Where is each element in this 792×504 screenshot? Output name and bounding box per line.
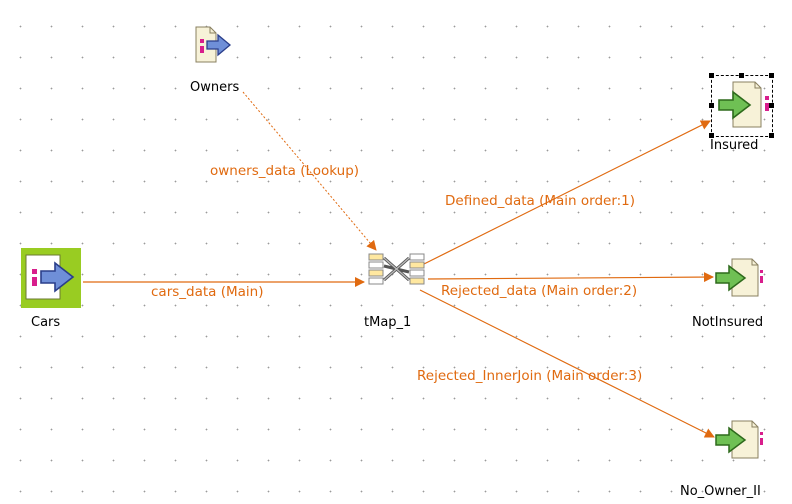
notinsured-label: NotInsured: [692, 315, 764, 330]
resize-handle-top[interactable]: [739, 73, 744, 78]
insured-component[interactable]: [711, 75, 773, 137]
tmap-component[interactable]: [366, 252, 428, 292]
resize-handle-top-right[interactable]: [769, 73, 774, 78]
file-output-icon: [715, 258, 763, 297]
rejected-data-label[interactable]: Rejected_data (Main order:2): [441, 283, 638, 299]
resize-handle-bottom-right[interactable]: [769, 133, 774, 138]
tmap-icon: [368, 253, 425, 285]
owners-label: Owners: [190, 80, 240, 95]
resize-handle-top-left[interactable]: [709, 73, 714, 78]
no-owner-label: No_Owner_II: [680, 484, 761, 499]
file-output-icon: [715, 420, 763, 459]
file-input-icon: [195, 26, 232, 63]
owners-data-label[interactable]: owners_data (Lookup): [210, 163, 360, 179]
link-defined-data[interactable]: [423, 120, 711, 265]
resize-handle-bottom-left[interactable]: [709, 133, 714, 138]
defined-data-label[interactable]: Defined_data (Main order:1): [445, 193, 636, 209]
insured-label: Insured: [710, 138, 759, 153]
cars-data-label[interactable]: cars_data (Main): [151, 284, 264, 300]
cars-label: Cars: [31, 315, 61, 330]
cars-component[interactable]: [21, 248, 81, 308]
notinsured-component[interactable]: [714, 256, 764, 300]
link-owners-data[interactable]: [242, 91, 377, 251]
resize-handle-left[interactable]: [709, 103, 714, 108]
owners-component[interactable]: [192, 24, 234, 66]
link-rejected-data[interactable]: [427, 272, 714, 283]
file-output-icon: [718, 81, 769, 128]
tmap-label: tMap_1: [364, 315, 412, 330]
file-input-icon: [25, 254, 75, 300]
no-owner-component[interactable]: [714, 418, 764, 462]
rejected-innerjoin-label[interactable]: Rejected_InnerJoin (Main order:3): [417, 368, 643, 384]
link-rejected-innerjoin[interactable]: [419, 289, 715, 438]
resize-handle-right[interactable]: [769, 103, 774, 108]
